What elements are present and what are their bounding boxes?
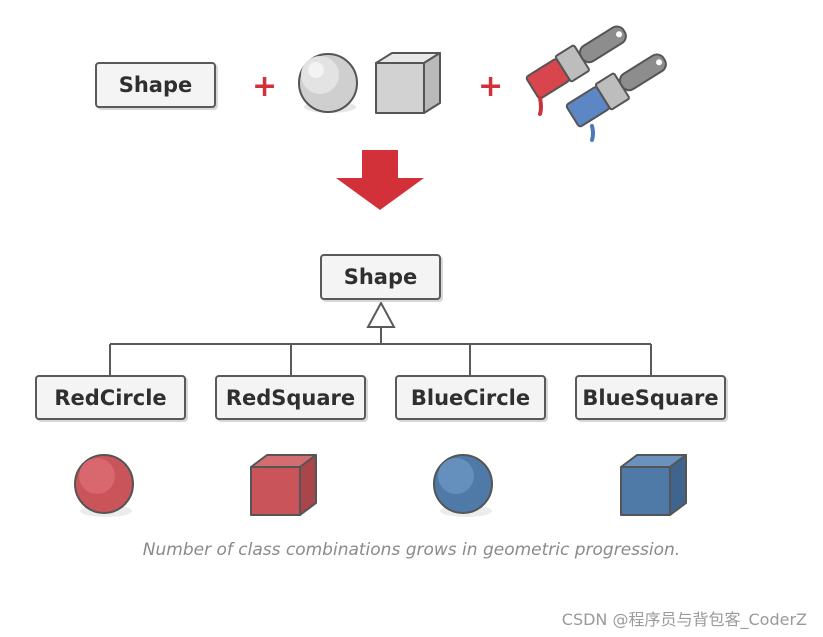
blue-circle-icon xyxy=(433,454,493,517)
child-class-box-redcircle: RedCircle xyxy=(35,375,186,420)
child-class-box-redsquare: RedSquare xyxy=(215,375,366,420)
gray-cube-icon xyxy=(375,52,441,114)
blue-square-icon xyxy=(620,454,687,516)
paint-brushes-icon xyxy=(525,25,667,142)
top-shape-class-box: Shape xyxy=(95,62,216,108)
red-square-icon xyxy=(250,454,317,516)
child-class-box-bluecircle: BlueCircle xyxy=(395,375,546,420)
watermark: CSDN @程序员与背包客_CoderZ xyxy=(561,610,807,629)
red-circle-icon xyxy=(74,454,134,517)
inheritance-lines xyxy=(109,328,652,375)
gray-sphere-icon xyxy=(298,53,358,113)
child-class-box-bluesquare: BlueSquare xyxy=(575,375,726,420)
inheritance-arrowhead-icon xyxy=(366,300,396,328)
plus-sign-2: + xyxy=(478,69,504,104)
down-arrow-icon xyxy=(336,150,424,210)
plus-sign-1: + xyxy=(252,69,278,104)
parent-shape-class-box: Shape xyxy=(320,254,441,300)
diagram-caption: Number of class combinations grows in ge… xyxy=(142,540,681,560)
